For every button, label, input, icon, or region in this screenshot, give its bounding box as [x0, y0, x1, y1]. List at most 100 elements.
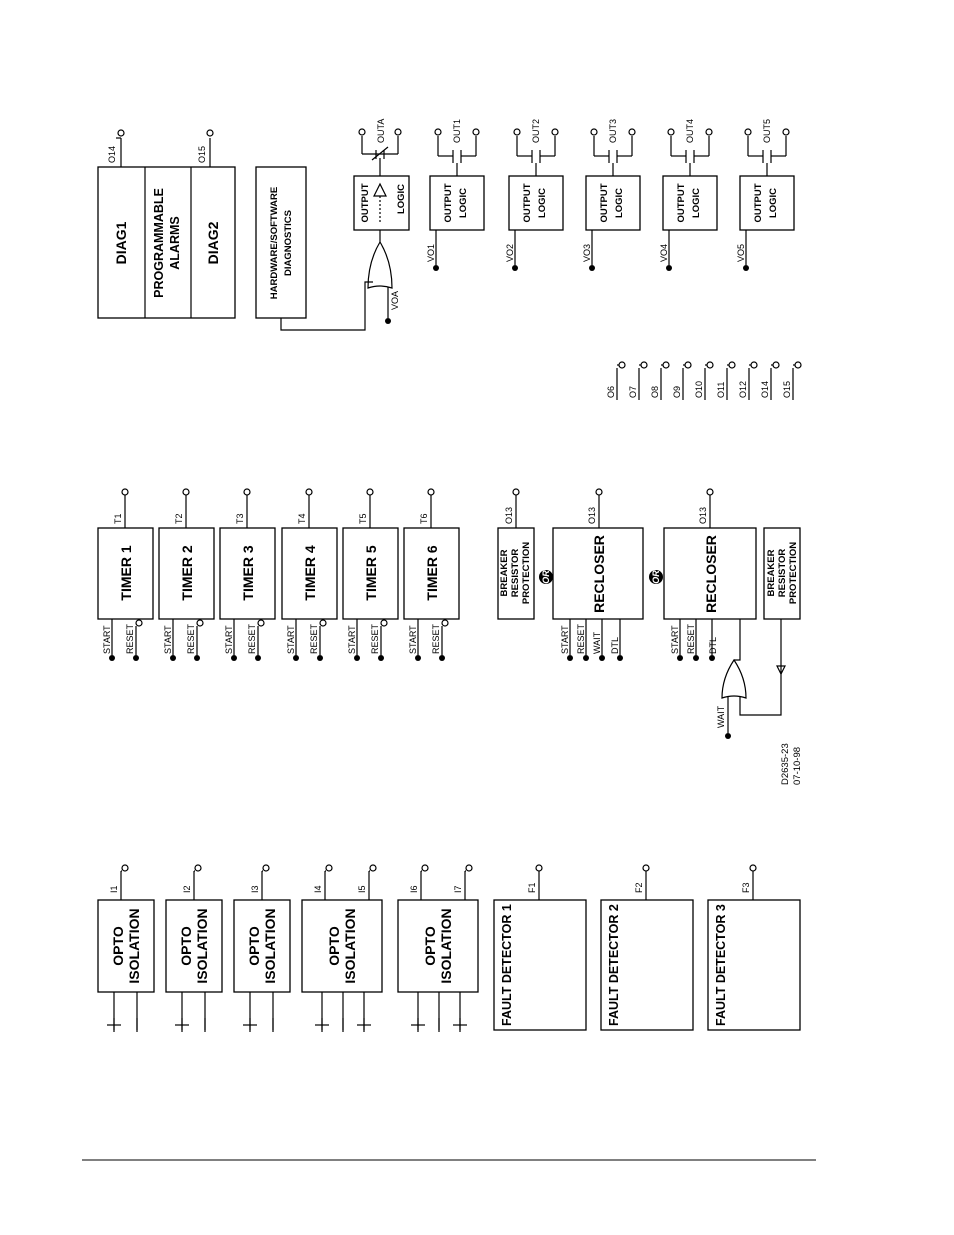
timer-1-out-terminal	[121, 488, 129, 496]
breaker-1-o13-terminal	[512, 488, 520, 496]
out1-terminal-a	[434, 128, 442, 136]
recloser-2-wait-terminal	[725, 733, 731, 739]
timer-3-title: TIMER 3	[240, 545, 256, 600]
o-terminal-label-3: O9	[672, 386, 682, 398]
timer-4-title: TIMER 4	[302, 545, 318, 600]
or-badge-2: OR	[649, 570, 663, 584]
out2-label: OUT2	[531, 119, 541, 143]
timer-2-start: START	[163, 625, 173, 654]
output-logic-4-line2: LOGIC	[691, 188, 702, 218]
vo3-label: VO3	[582, 244, 592, 262]
recloser-1: RECLOSER O13 START RESET WAIT DTL	[552, 488, 644, 661]
out1-label: OUT1	[452, 119, 462, 143]
output-logic-5-line2: LOGIC	[768, 188, 779, 218]
out5-label: OUT5	[762, 119, 772, 143]
outa-or-gate: VOA	[367, 230, 400, 324]
breaker-1-l2: RESISTOR	[510, 549, 521, 598]
recloser-1-dtl: DTL	[610, 637, 620, 654]
output-logic-3-line1: OUTPUT	[599, 183, 610, 222]
opto-4-title1: OPTO	[326, 926, 342, 966]
fault-detector-1: FAULT DETECTOR 1F1	[493, 864, 587, 1031]
diag-alarms-block: DIAG1 PROGRAMMABLE ALARMS DIAG2 O14 O15	[97, 129, 236, 319]
output-logic-2-line1: OUTPUT	[522, 183, 533, 222]
o-terminal-label-0: O6	[606, 386, 616, 398]
outa-output-logic: OUTPUT LOGIC OUTA	[353, 119, 410, 231]
opto-1-title1: OPTO	[110, 926, 126, 966]
timer-1-reset: RESET	[125, 623, 135, 654]
out5-terminal-a	[744, 128, 752, 136]
recloser-1-o13-label: O13	[587, 507, 597, 524]
opto-2-title2: ISOLATION	[194, 908, 210, 983]
fault-detector-2-out-terminal	[642, 864, 650, 872]
opto-3-title1: OPTO	[246, 926, 262, 966]
timer-4-reset: RESET	[309, 623, 319, 654]
opto-2-title1: OPTO	[178, 926, 194, 966]
diag1-label: DIAG1	[113, 221, 129, 264]
out4-terminal-a	[667, 128, 675, 136]
or-badge-1: OR	[539, 570, 553, 584]
vo1-terminal	[433, 265, 439, 271]
outa-output-label: OUTPUT	[360, 183, 371, 222]
timer-5-out-label: T5	[358, 513, 368, 524]
output-logic-3-line2: LOGIC	[614, 188, 625, 218]
timer-2-reset: RESET	[186, 623, 196, 654]
o-terminal-2: O8	[650, 361, 670, 400]
vo5-terminal	[743, 265, 749, 271]
timer-5-title: TIMER 5	[363, 545, 379, 600]
o-terminal-4: O10	[694, 361, 714, 400]
timer-3-out-terminal	[243, 488, 251, 496]
breaker-1-l1: BREAKER	[499, 549, 510, 596]
opto-5-title1: OPTO	[422, 926, 438, 966]
opto-3-out-1: I3	[250, 885, 260, 893]
out1-terminal-b	[472, 128, 480, 136]
outa-logic-label: LOGIC	[396, 184, 407, 214]
breaker-1-o13-label: O13	[504, 507, 514, 524]
breaker-2-l2: RESISTOR	[777, 549, 788, 598]
fault-detector-3-title: FAULT DETECTOR 3	[714, 904, 728, 1026]
timer-6-title: TIMER 6	[424, 545, 440, 600]
o-terminal-label-8: O15	[782, 381, 792, 398]
o-terminal-label-4: O10	[694, 381, 704, 398]
output-logic-1-line2: LOGIC	[458, 188, 469, 218]
recloser-1-o13-terminal	[595, 488, 603, 496]
o14-terminal	[117, 129, 125, 137]
doc-id-line2: 07-10-98	[792, 747, 803, 785]
outa-terminal-b	[394, 128, 402, 136]
diagnostics-label: DIAGNOSTICS	[283, 210, 294, 276]
recloser-2: RECLOSER O13 START RESET DTL WAIT	[663, 488, 786, 739]
recloser-2-start: START	[670, 625, 680, 654]
o-terminal-8: O15	[782, 361, 802, 400]
recloser-2-wait: WAIT	[716, 705, 726, 728]
fault-detector-1-out-terminal	[535, 864, 543, 872]
diag2-label: DIAG2	[205, 221, 221, 264]
fault-detector-3-out-terminal	[749, 864, 757, 872]
timer-2-title: TIMER 2	[179, 545, 195, 600]
o-terminal-label-2: O8	[650, 386, 660, 398]
timer-5-start: START	[347, 625, 357, 654]
out4-terminal-b	[705, 128, 713, 136]
opto-4-title2: ISOLATION	[342, 908, 358, 983]
recloser-1-wait: WAIT	[592, 631, 602, 654]
output-logic-2-line2: LOGIC	[537, 188, 548, 218]
timer-1-start: START	[102, 625, 112, 654]
opto-5-out-1: I6	[409, 885, 419, 893]
opto-1-out-1: I1	[109, 885, 119, 893]
recloser-2-o13-label: O13	[698, 507, 708, 524]
timer-4-out-terminal	[305, 488, 313, 496]
alarms-label: ALARMS	[168, 216, 182, 269]
o-terminal-7: O14	[760, 361, 780, 400]
out5-terminal-b	[782, 128, 790, 136]
opto-2-out-1: I2	[182, 885, 192, 893]
timer-5-out-terminal	[366, 488, 374, 496]
opto-3-title2: ISOLATION	[262, 908, 278, 983]
